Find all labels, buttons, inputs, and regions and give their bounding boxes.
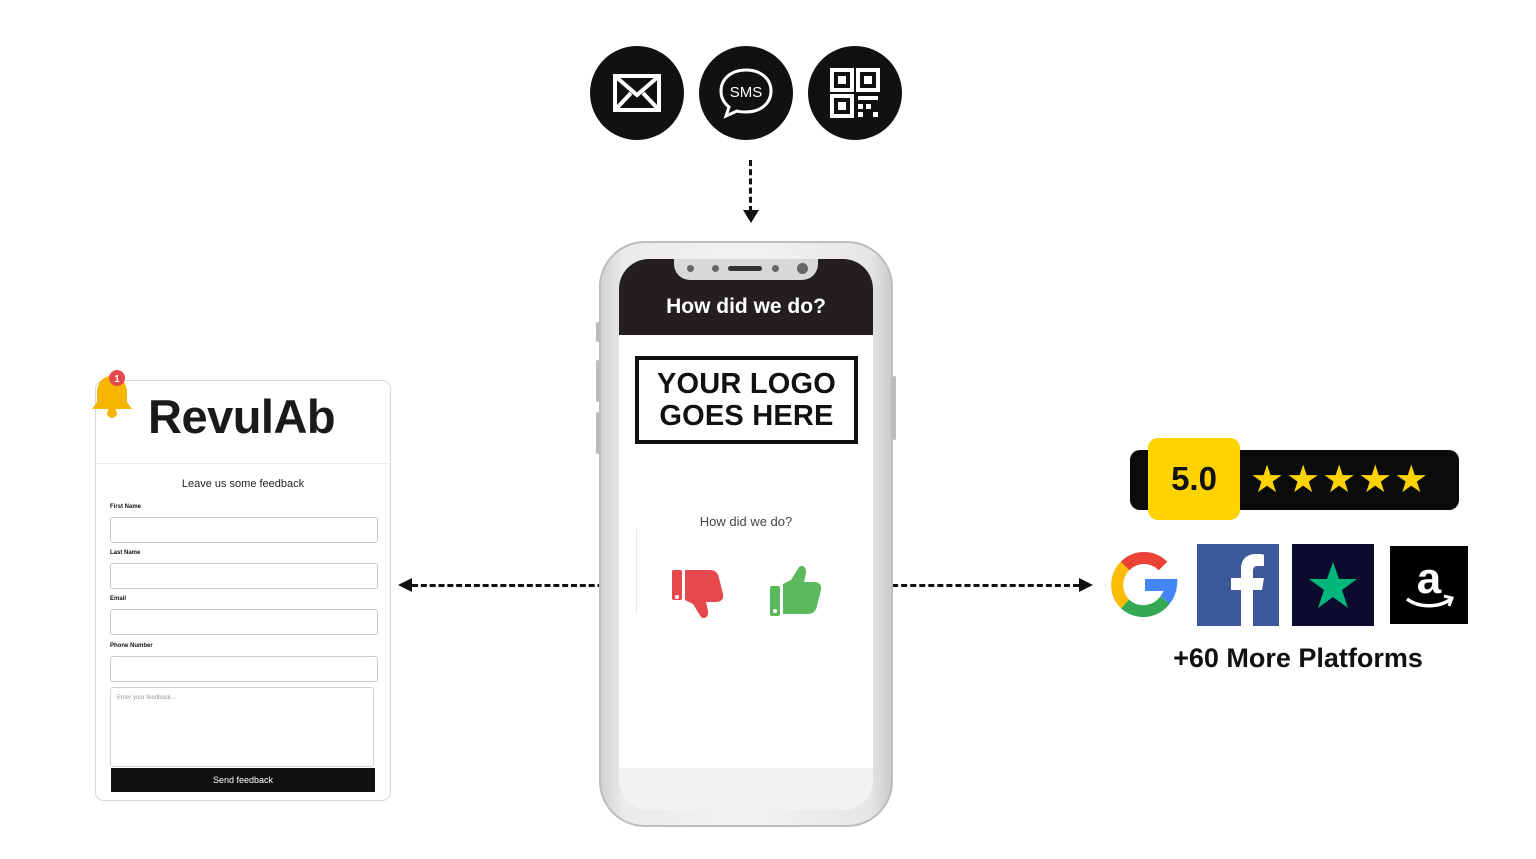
brand-logo: RevulAb bbox=[148, 390, 336, 443]
phone-number-field[interactable] bbox=[110, 656, 378, 682]
screen-header: How did we do? bbox=[619, 259, 873, 335]
feedback-textarea[interactable]: Enter your feedback... bbox=[110, 687, 374, 767]
phone-screen: How did we do? YOUR LOGO GOES HERE How d… bbox=[619, 259, 873, 810]
star-rating: ★★★★★ bbox=[1250, 459, 1431, 501]
feedback-form-card: RevulAb Leave us some feedback First Nam… bbox=[95, 380, 391, 801]
logo-line-2: GOES HERE bbox=[659, 400, 834, 432]
down-arrow-head bbox=[743, 210, 759, 223]
right-arrow-head bbox=[1079, 578, 1093, 592]
rating-question: How did we do? bbox=[699, 514, 793, 529]
phone-camera bbox=[797, 263, 808, 274]
qr-code-icon bbox=[830, 68, 880, 118]
phone-number-label: Phone Number bbox=[110, 643, 153, 649]
rating-score: 5.0 bbox=[1148, 438, 1240, 520]
screen-footer bbox=[619, 768, 873, 810]
more-platforms-text: +60 More Platforms bbox=[1173, 643, 1423, 673]
logo-line-1: YOUR LOGO bbox=[656, 368, 837, 400]
last-name-field[interactable] bbox=[110, 563, 378, 589]
phone-speaker bbox=[728, 266, 762, 271]
email-label: Email bbox=[110, 596, 127, 602]
first-name-field[interactable] bbox=[110, 517, 378, 543]
sensor-dot bbox=[687, 265, 694, 272]
phone-volume-down bbox=[596, 412, 599, 454]
phone-side-button bbox=[596, 322, 599, 342]
notification-bell-icon: 1 bbox=[92, 370, 132, 418]
sms-label: SMS bbox=[730, 84, 763, 101]
trustpilot-logo bbox=[1292, 544, 1374, 626]
email-channel-icon bbox=[590, 46, 684, 140]
feedback-placeholder: Enter your feedback... bbox=[117, 695, 176, 701]
left-arrow-line bbox=[412, 584, 630, 587]
sms-bubble-icon: SMS bbox=[719, 68, 773, 119]
send-feedback-button[interactable]: Send feedback bbox=[111, 768, 375, 792]
sensor-dot bbox=[772, 265, 779, 272]
thumbs-up-button[interactable] bbox=[767, 563, 825, 621]
right-arrow-line bbox=[865, 584, 1079, 587]
facebook-icon bbox=[1231, 554, 1264, 626]
facebook-logo bbox=[1197, 544, 1279, 626]
qr-channel-icon bbox=[808, 46, 902, 140]
left-arrow-head bbox=[398, 578, 412, 592]
svg-text:a: a bbox=[1417, 554, 1442, 603]
form-title: Leave us some feedback bbox=[181, 478, 305, 490]
phone-notch bbox=[674, 259, 818, 280]
google-logo bbox=[1108, 544, 1180, 626]
phone-power-button bbox=[893, 376, 896, 440]
thumbs-down-icon bbox=[672, 570, 724, 619]
trustpilot-star-icon bbox=[1309, 562, 1357, 608]
screen-title: How did we do? bbox=[666, 295, 826, 318]
screen-divider bbox=[636, 529, 637, 613]
phone-volume-up bbox=[596, 360, 599, 402]
amazon-icon: a bbox=[1405, 554, 1454, 608]
sensor-dot bbox=[712, 265, 719, 272]
first-name-label: First Name bbox=[110, 504, 142, 510]
sms-channel-icon: SMS bbox=[699, 46, 793, 140]
form-header: RevulAb bbox=[96, 381, 390, 464]
notification-count: 1 bbox=[114, 374, 120, 385]
thumbs-up-icon bbox=[770, 565, 822, 616]
amazon-logo: a bbox=[1390, 546, 1468, 624]
envelope-icon bbox=[613, 74, 661, 112]
thumbs-down-button[interactable] bbox=[669, 563, 727, 621]
email-field[interactable] bbox=[110, 609, 378, 635]
down-arrow-line bbox=[749, 160, 752, 212]
logo-placeholder: YOUR LOGO GOES HERE bbox=[635, 356, 858, 444]
google-icon bbox=[1111, 552, 1178, 618]
last-name-label: Last Name bbox=[110, 550, 141, 556]
